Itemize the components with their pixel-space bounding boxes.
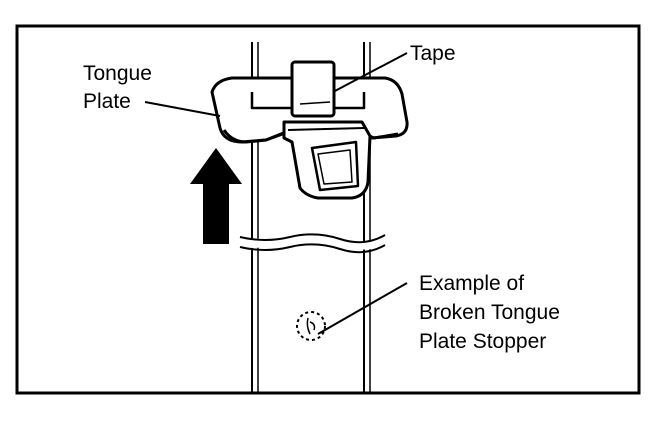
- leader-lines: [144, 52, 408, 335]
- webbing-break-mark: [239, 233, 390, 254]
- label-stopper-line1: Example of: [419, 272, 524, 295]
- diagram-frame: [15, 24, 641, 395]
- label-tongue-plate-line1: Tongue: [83, 62, 152, 85]
- broken-stopper-icon: [296, 311, 326, 341]
- upward-arrow-icon: [190, 148, 242, 244]
- tape: [290, 60, 336, 118]
- label-stopper-line2: Broken Tongue: [419, 301, 560, 324]
- label-tongue-plate-line2: Plate: [83, 90, 131, 113]
- label-tape: Tape: [410, 42, 456, 65]
- label-stopper-line3: Plate Stopper: [419, 330, 546, 353]
